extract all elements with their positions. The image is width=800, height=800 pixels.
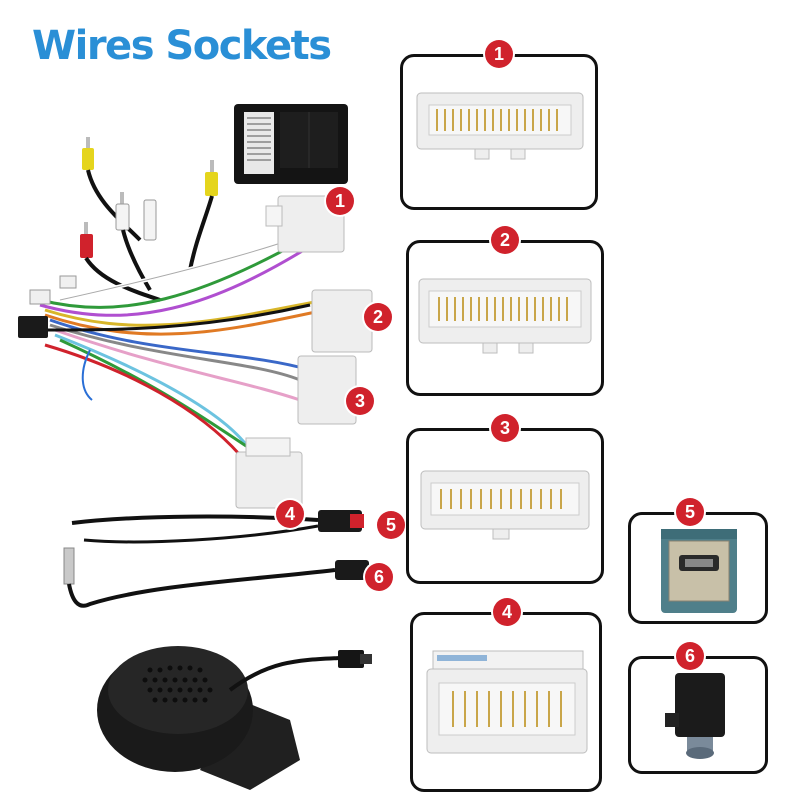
speaker	[97, 646, 372, 790]
black-iso-connector	[18, 316, 48, 338]
harness-connector-2	[311, 289, 373, 353]
connector-3-panel	[406, 428, 604, 584]
canbus-decoder-box	[234, 104, 348, 184]
wire-bundle	[39, 228, 326, 457]
harness-badge-2: 2	[364, 303, 392, 331]
connector-4-image	[426, 650, 588, 754]
connector-2-number: 2	[491, 226, 519, 254]
connector-6-image	[665, 673, 725, 759]
harness-badge-3: 3	[346, 387, 374, 415]
connector-6-number: 6	[676, 642, 704, 670]
page-title: Wires Sockets	[32, 23, 332, 69]
connector-6-panel	[628, 656, 768, 774]
connector-5-panel	[628, 512, 768, 624]
connector-3-image	[420, 470, 590, 540]
connector-1-image	[416, 92, 584, 160]
connector-5-image	[661, 529, 737, 613]
connector-3-number: 3	[491, 414, 519, 442]
connector-1-number: 1	[485, 40, 513, 68]
harness-badge-1: 1	[326, 187, 354, 215]
cable-connector-6	[335, 560, 369, 580]
rca-plugs	[80, 137, 218, 302]
connector-2-panel	[406, 240, 604, 396]
harness-badge-5: 5	[377, 511, 405, 539]
harness-connector-3	[297, 355, 357, 425]
connector-5-number: 5	[676, 498, 704, 526]
connector-4-panel	[410, 612, 602, 792]
harness-badge-6: 6	[365, 563, 393, 591]
harness-badge-4: 4	[276, 500, 304, 528]
connector-2-image	[418, 278, 592, 354]
antenna-plug	[63, 547, 75, 585]
connector-4-number: 4	[493, 598, 521, 626]
harness-connector-1	[265, 195, 345, 253]
harness-connector-4	[235, 437, 303, 509]
connector-1-panel	[400, 54, 598, 210]
